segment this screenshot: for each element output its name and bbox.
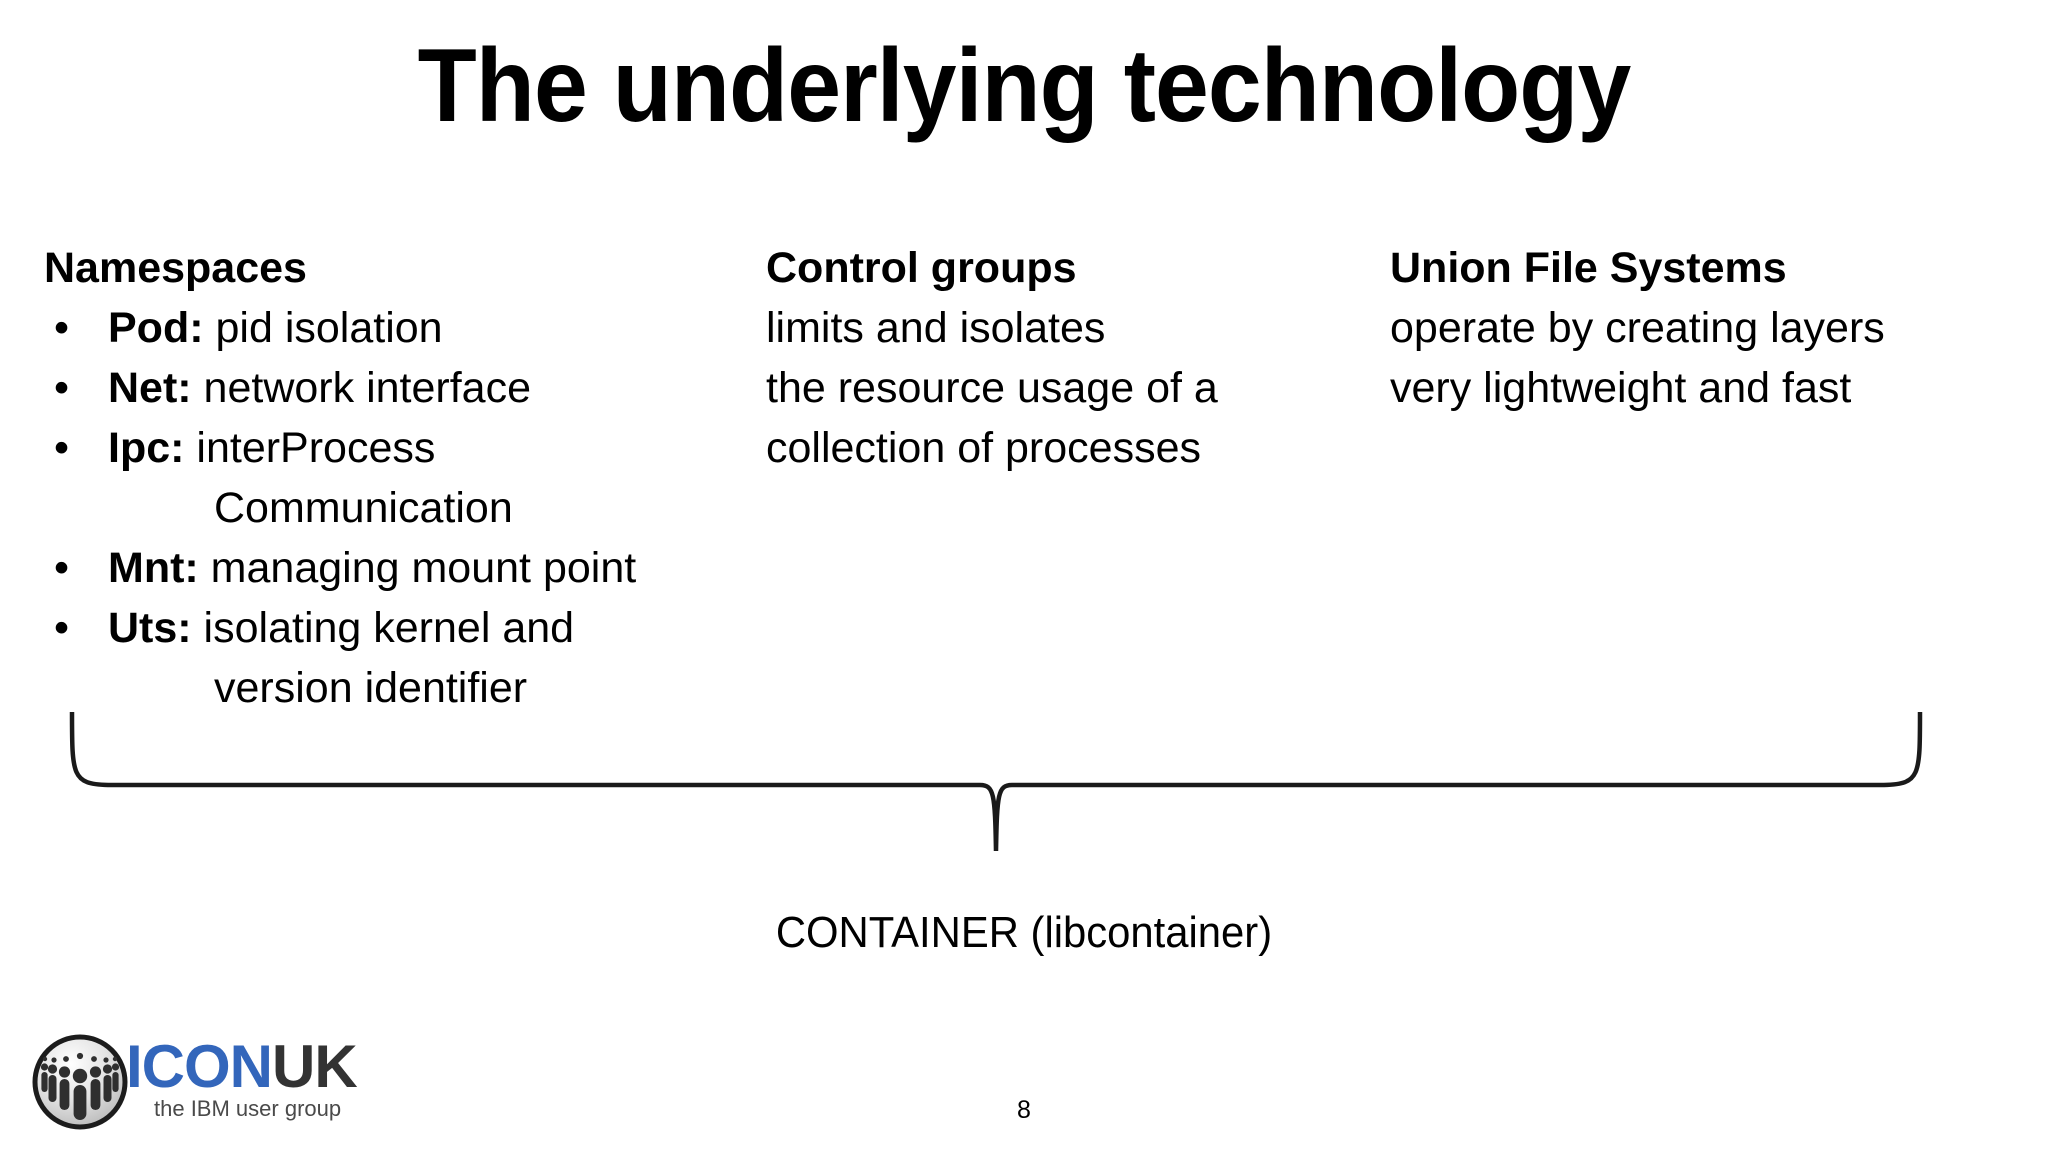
logo-tagline: the IBM user group [154,1096,342,1121]
page-title: The underlying technology [417,28,1632,144]
column-namespaces-heading: Namespaces [44,244,307,292]
column-control-groups: Control groups limits and isolates the r… [766,238,1218,478]
icon-uk-logo: ICON UK the IBM user group [30,1030,360,1140]
column-control-groups-heading: Control groups [766,244,1077,292]
column-control-groups-line: collection of processes [766,424,1201,472]
list-item-desc: interProcess [184,424,436,472]
container-caption: CONTAINER (libcontainer) [775,908,1273,957]
list-item-desc: managing mount point [198,544,637,592]
column-union-file-systems-line: very lightweight and fast [1390,364,1852,412]
logo-wordmark: ICON UK the IBM user group [126,1036,366,1136]
list-item-desc: isolating kernel and [191,604,575,652]
list-item-term: Mnt: [108,544,199,592]
list-item-term: Net: [108,364,192,412]
logo-word-icon: ICON [126,1033,273,1100]
bullet-dot-icon: • [54,424,70,472]
namespaces-bullet-list: • Pod: pid isolation • Net: network inte… [44,298,764,718]
bullet-dot-icon: • [54,544,70,592]
list-item-term: Ipc: [108,424,185,472]
list-item: • Uts: isolating kernel and [44,598,764,658]
curly-brace-icon [50,706,1940,856]
page-number: 8 [1017,1096,1031,1124]
list-item: • Net: network interface [44,358,764,418]
column-namespaces: Namespaces • Pod: pid isolation • Net: n… [44,238,764,718]
list-item: • Ipc: interProcess [44,418,764,478]
crowd-circle-icon [30,1032,130,1132]
list-item-desc: network interface [191,364,531,412]
bullet-dot-icon: • [54,304,70,352]
column-union-file-systems-heading: Union File Systems [1390,244,1787,292]
list-item: • Mnt: managing mount point [44,538,764,598]
bullet-dot-icon: • [54,364,70,412]
column-union-file-systems: Union File Systems operate by creating l… [1390,238,1990,418]
list-item-term: Uts: [108,604,192,652]
list-item-continuation: version identifier [214,664,528,712]
logo-word-uk: UK [272,1033,358,1100]
bullet-dot-icon: • [54,604,70,652]
list-item-desc: pid isolation [203,304,443,352]
column-union-file-systems-line: operate by creating layers [1390,304,1885,352]
list-item-continuation: Communication [214,484,513,532]
column-control-groups-line: limits and isolates [766,304,1106,352]
list-item-term: Pod: [108,304,204,352]
list-item: • Pod: pid isolation [44,298,764,358]
column-control-groups-line: the resource usage of a [766,364,1218,412]
